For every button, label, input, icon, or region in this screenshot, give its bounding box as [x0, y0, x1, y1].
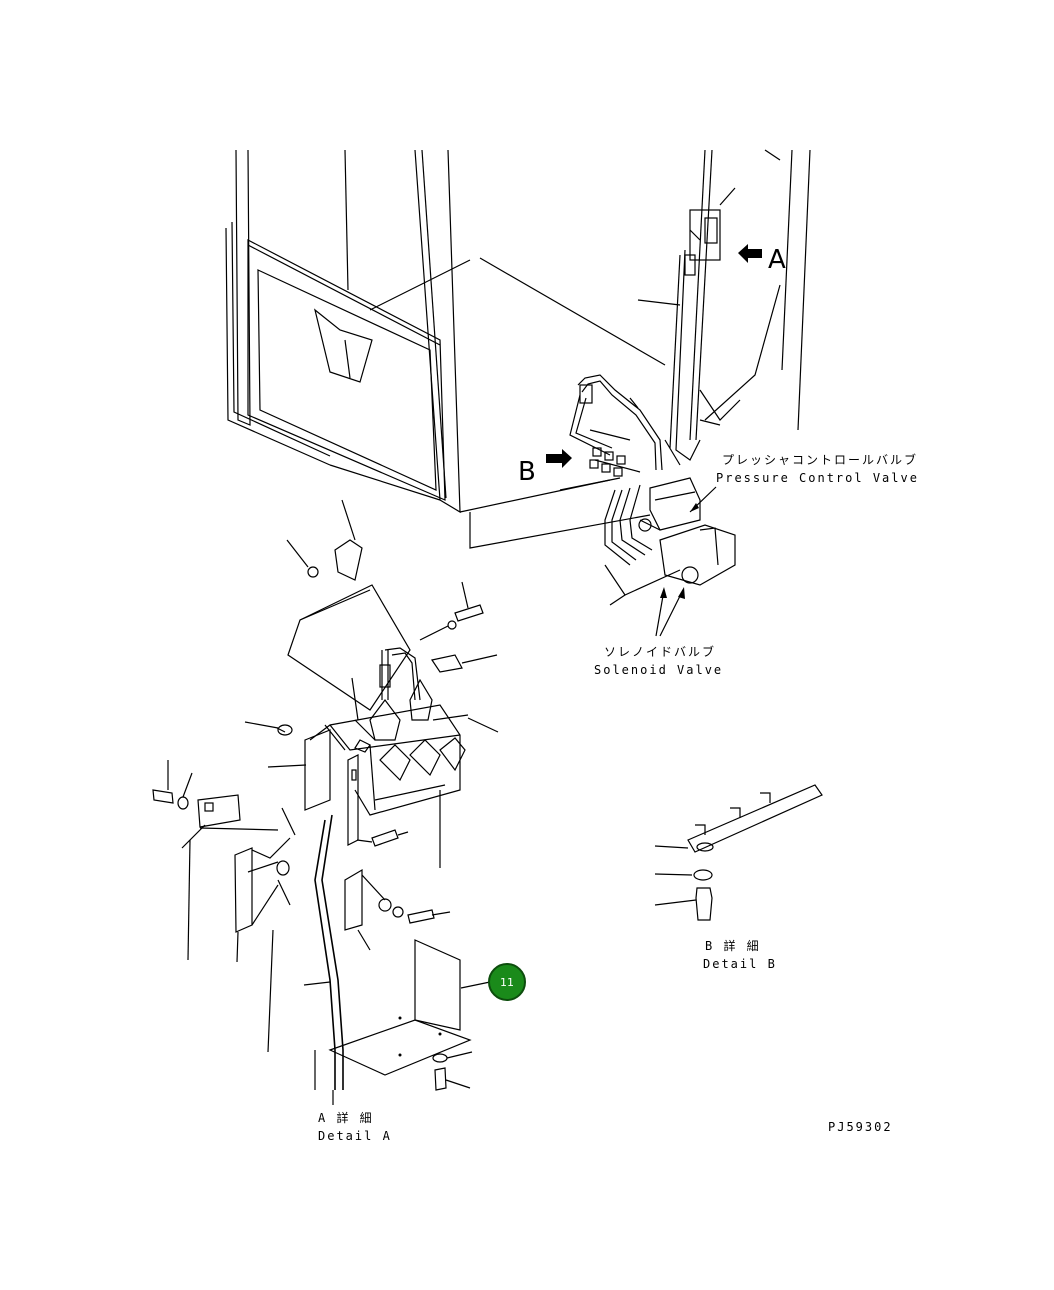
drawing-number: PJ59302: [828, 1120, 893, 1134]
detail-b-en: Detail B: [703, 957, 777, 971]
detail-b-jp: B 詳 細: [705, 938, 761, 953]
callout-number: 11: [500, 976, 514, 989]
pilot-piping: [569, 374, 663, 477]
detail-b-assembly: [654, 784, 823, 921]
view-a-arrow-icon: [738, 244, 762, 263]
solenoid-valve: [604, 524, 736, 606]
detail-a-assembly: [152, 499, 499, 1105]
solenoid-leader-2: [659, 589, 684, 637]
detail-a-jp: A 詳 細: [318, 1110, 374, 1125]
pressure-control-valve-en: Pressure Control Valve: [716, 471, 919, 485]
callout-11-button[interactable]: 11: [460, 963, 526, 1001]
solenoid-valve-en: Solenoid Valve: [594, 663, 723, 677]
detail-a-en: Detail A: [318, 1129, 392, 1143]
pressure-control-valve-jp: プレッシャコントロールバルブ: [722, 452, 918, 467]
view-b-arrow-icon: [546, 449, 572, 468]
solenoid-valve-jp: ソレノイドバルブ: [604, 644, 716, 659]
view-a-marker: A: [768, 245, 786, 275]
cab-frame: [225, 149, 811, 549]
view-b-marker: B: [518, 457, 536, 487]
pressure-control-valve: [604, 477, 701, 566]
